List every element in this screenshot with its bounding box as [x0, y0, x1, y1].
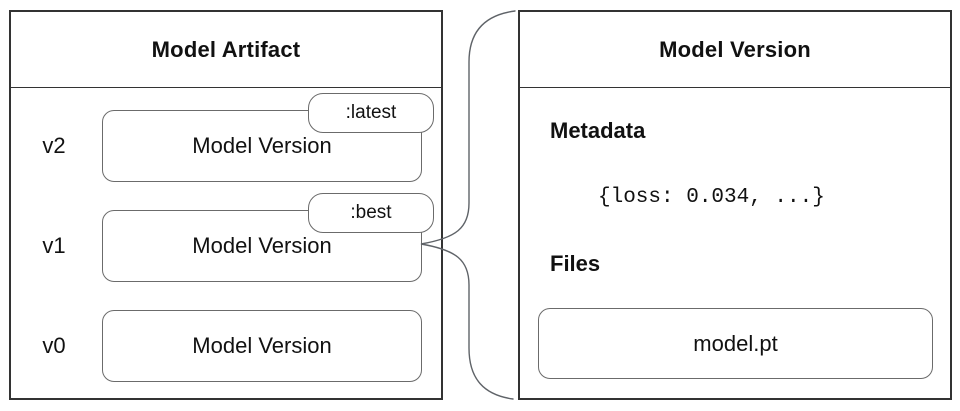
- alias-tag-best-label: :best: [350, 202, 392, 223]
- file-box-model-pt: model.pt: [538, 308, 933, 379]
- model-artifact-header: Model Artifact: [11, 12, 441, 88]
- version-label-v2: v2: [42, 133, 66, 158]
- model-version-box-v2-label: Model Version: [192, 133, 332, 158]
- model-version-panel: Model Version Metadata {loss: 0.034, ...…: [518, 10, 952, 400]
- alias-tag-latest: :latest: [308, 93, 434, 133]
- model-artifact-body: v2 Model Version :latest v1 Model Versio…: [11, 88, 441, 398]
- metadata-value: {loss: 0.034, ...}: [598, 186, 825, 209]
- alias-tag-best: :best: [308, 193, 434, 233]
- model-version-box-v1-label: Model Version: [192, 233, 332, 258]
- model-artifact-title: Model Artifact: [151, 36, 301, 62]
- files-heading: Files: [550, 251, 601, 276]
- model-artifact-panel: Model Artifact v2 Model Version :latest …: [9, 10, 443, 400]
- model-version-box-v0: Model Version: [102, 310, 422, 382]
- model-version-title: Model Version: [659, 36, 811, 62]
- file-name-label: model.pt: [693, 330, 778, 356]
- version-label-v1: v1: [42, 233, 66, 258]
- model-version-body: Metadata {loss: 0.034, ...} Files model.…: [520, 88, 950, 398]
- metadata-heading: Metadata: [550, 118, 646, 143]
- model-version-box-v0-label: Model Version: [192, 333, 332, 358]
- model-version-box-v1: Model Version: [102, 210, 422, 282]
- model-version-header: Model Version: [520, 12, 950, 88]
- version-label-v0: v0: [42, 333, 66, 358]
- alias-tag-latest-label: :latest: [345, 102, 397, 123]
